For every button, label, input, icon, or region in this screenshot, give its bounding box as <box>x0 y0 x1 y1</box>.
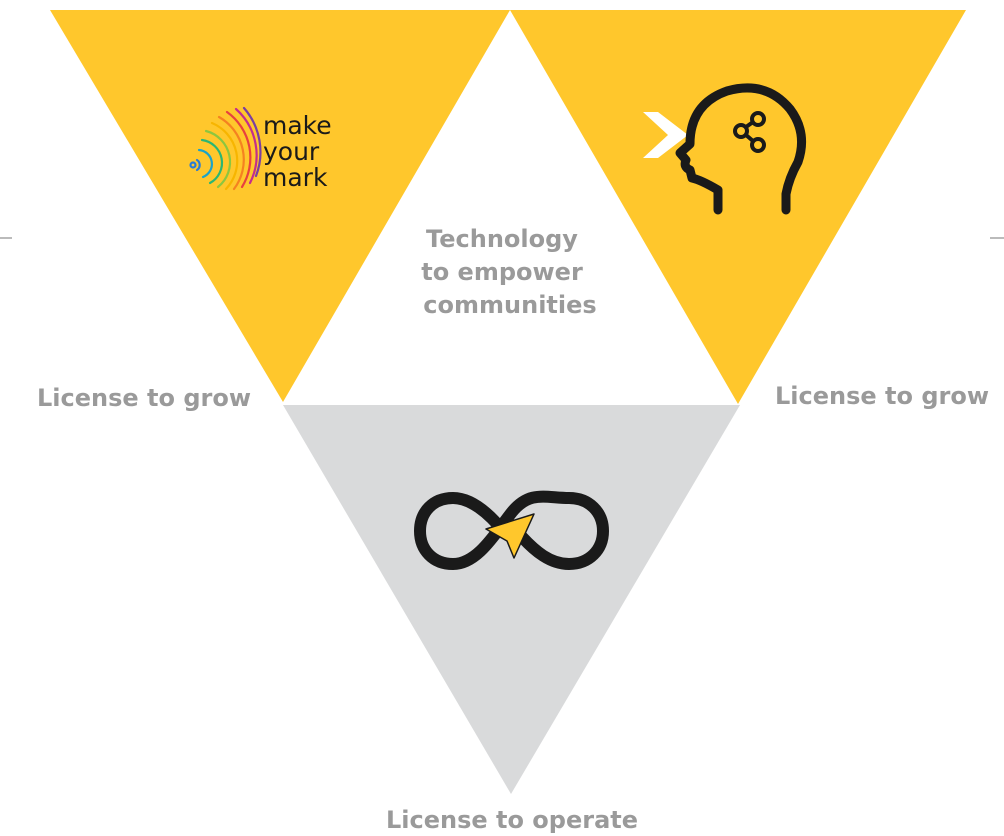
logo-text-line-1: make <box>263 111 332 140</box>
chevron-right-icon <box>643 112 688 158</box>
share-nodes-icon <box>733 111 766 153</box>
left-yellow-triangle <box>50 10 510 402</box>
right-license-label: License to grow <box>775 382 989 410</box>
fingerprint-rainbow-icon <box>189 106 262 191</box>
infinity-arrow-icon <box>413 490 610 571</box>
logo-text-line-3: mark <box>263 163 328 192</box>
right-yellow-triangle <box>510 10 966 404</box>
head-with-share-nodes-icon <box>643 83 807 215</box>
make-your-mark-logo: make your mark <box>189 106 332 192</box>
bottom-license-label: License to operate <box>386 806 638 834</box>
center-label-line-2: to empower <box>421 258 583 286</box>
logo-text-line-2: your <box>263 137 320 166</box>
bottom-grey-triangle <box>283 405 740 794</box>
left-license-label: License to grow <box>37 384 251 412</box>
center-label-line-1: Technology <box>426 225 578 253</box>
center-label-line-3: communities <box>423 291 596 319</box>
